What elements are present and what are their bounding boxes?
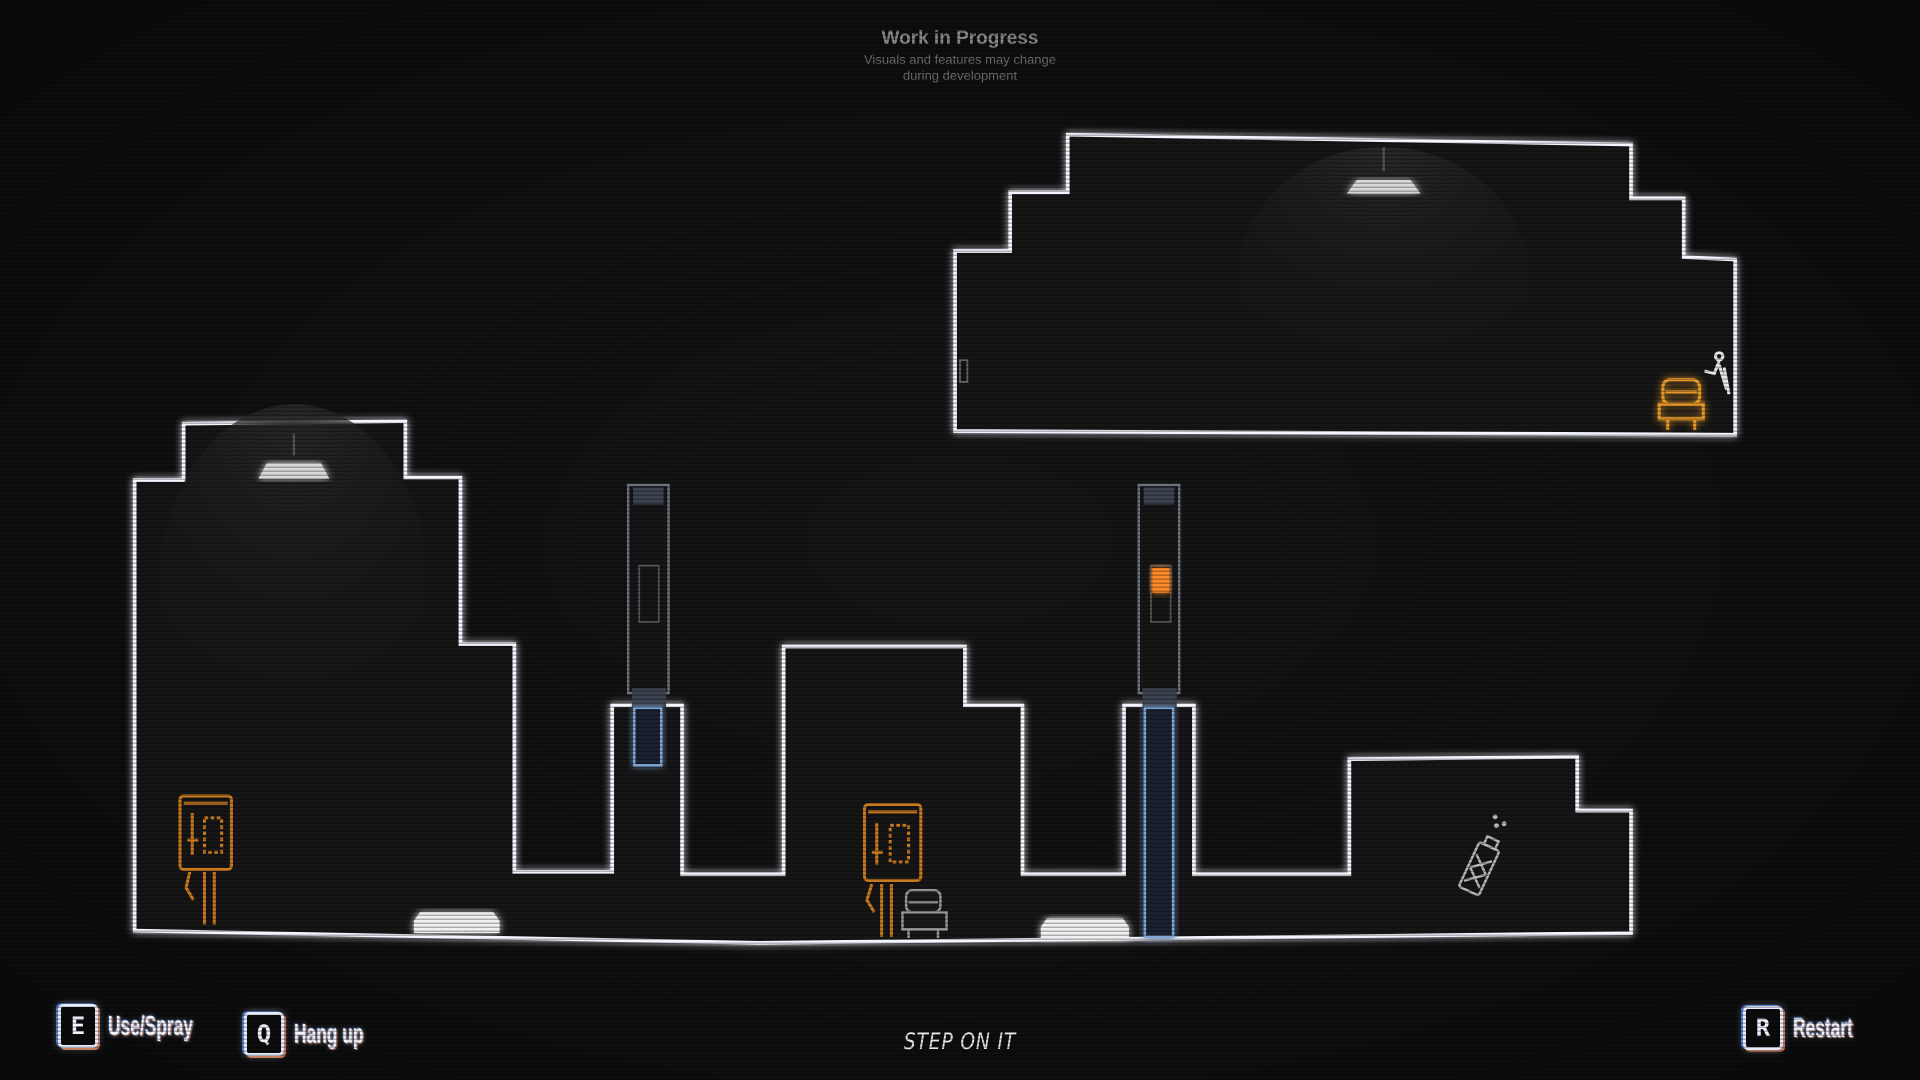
- wip-title: Work in Progress: [881, 28, 1039, 49]
- ceiling-lamp-icon: [1346, 146, 1421, 194]
- control-hint-hang-up[interactable]: Q Hang up: [244, 1012, 406, 1056]
- control-hint-use-spray[interactable]: E Use/Spray: [58, 1004, 245, 1048]
- key-e-icon: E: [58, 1004, 98, 1048]
- key-q-icon: Q: [244, 1012, 284, 1056]
- control-hint-restart[interactable]: R Restart: [1743, 1006, 1889, 1050]
- guard-enemy: [1657, 378, 1705, 430]
- ceiling-lamp-icon: [258, 433, 330, 479]
- glass-tube-right: [1137, 483, 1181, 938]
- wip-subtitle: Visuals and features may change during d…: [760, 52, 1160, 84]
- pressure-plate[interactable]: [413, 912, 500, 934]
- wall-switch-icon[interactable]: [1704, 351, 1731, 395]
- control-label: Use/Spray: [108, 1010, 193, 1041]
- glass-tube-left: [626, 483, 670, 767]
- pressure-plate[interactable]: [1040, 918, 1129, 940]
- wall-marker-icon: [959, 359, 969, 383]
- spray-can-icon[interactable]: [1458, 814, 1513, 897]
- orange-indicator-light: [1152, 568, 1170, 593]
- upper-room: [953, 132, 1737, 437]
- lower-room: [132, 404, 1633, 945]
- wip-subtitle-line: Visuals and features may change: [864, 52, 1056, 67]
- player-character: [901, 888, 948, 938]
- key-r-icon: R: [1743, 1006, 1783, 1050]
- phone-booth-icon[interactable]: [178, 794, 233, 925]
- phone-booth-icon[interactable]: [862, 802, 923, 937]
- control-label: Hang up: [294, 1018, 364, 1049]
- wip-subtitle-line: during development: [902, 68, 1018, 83]
- objective-text: STEP ON IT: [903, 1030, 1017, 1055]
- control-label: Restart: [1793, 1012, 1853, 1043]
